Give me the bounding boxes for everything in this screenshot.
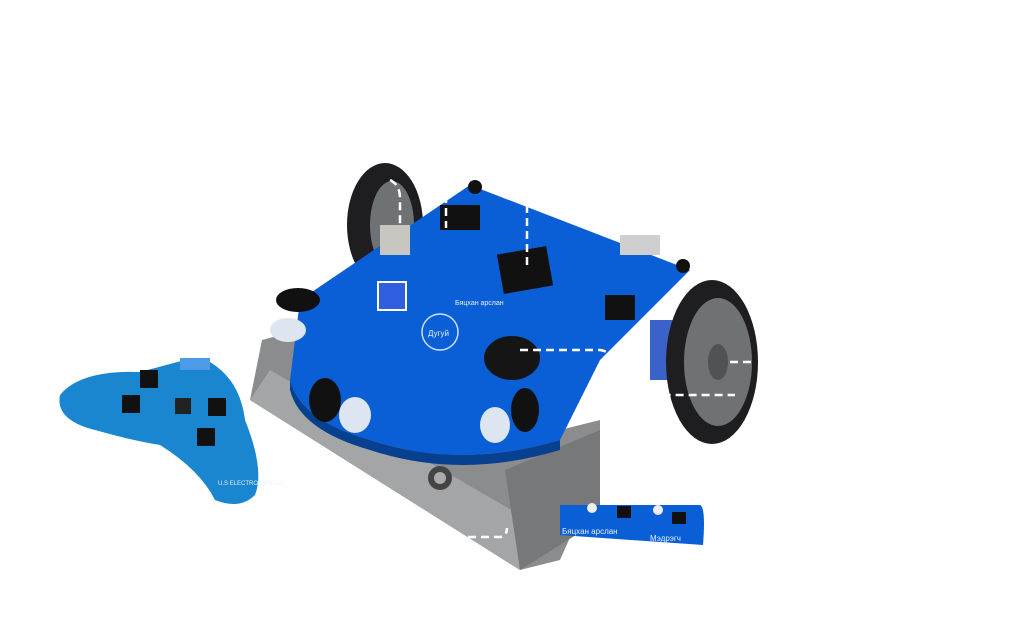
main-board-center-label: Дугуй <box>428 329 449 338</box>
switch <box>380 225 410 255</box>
gamepad-controller: U.S ELECTRONICS LLC <box>59 358 286 504</box>
ir-sensor <box>511 388 539 432</box>
ir-led <box>270 318 306 342</box>
ir-sensor <box>309 378 341 422</box>
button-right <box>208 398 226 416</box>
main-board <box>270 180 690 465</box>
callout-line-side-wheel <box>520 348 735 397</box>
callout-line-chassis <box>455 527 509 539</box>
potentiometer <box>377 281 407 311</box>
button-left <box>122 395 140 413</box>
usb-port <box>620 235 660 255</box>
sensor-name-label: Бяцхан арслан <box>562 527 618 536</box>
main-board-name-label: Бяцхан арслан <box>455 300 504 307</box>
ir-sensor <box>276 288 320 312</box>
microcontroller-chip <box>496 245 554 295</box>
sensor-label: Мэдрэгч <box>650 534 681 543</box>
ir-led <box>339 397 371 433</box>
button-down <box>197 428 215 446</box>
buzzer <box>484 336 540 380</box>
line-sensor-board: Бяцхан арслан Мэдрэгч <box>560 503 704 545</box>
button-up <box>140 370 158 388</box>
controller-maker-label: U.S ELECTRONICS LLC <box>218 481 286 487</box>
callout-line-wheel <box>389 178 402 225</box>
right-wheel <box>650 280 758 444</box>
ir-led <box>480 407 510 443</box>
logo-ring <box>421 313 459 351</box>
